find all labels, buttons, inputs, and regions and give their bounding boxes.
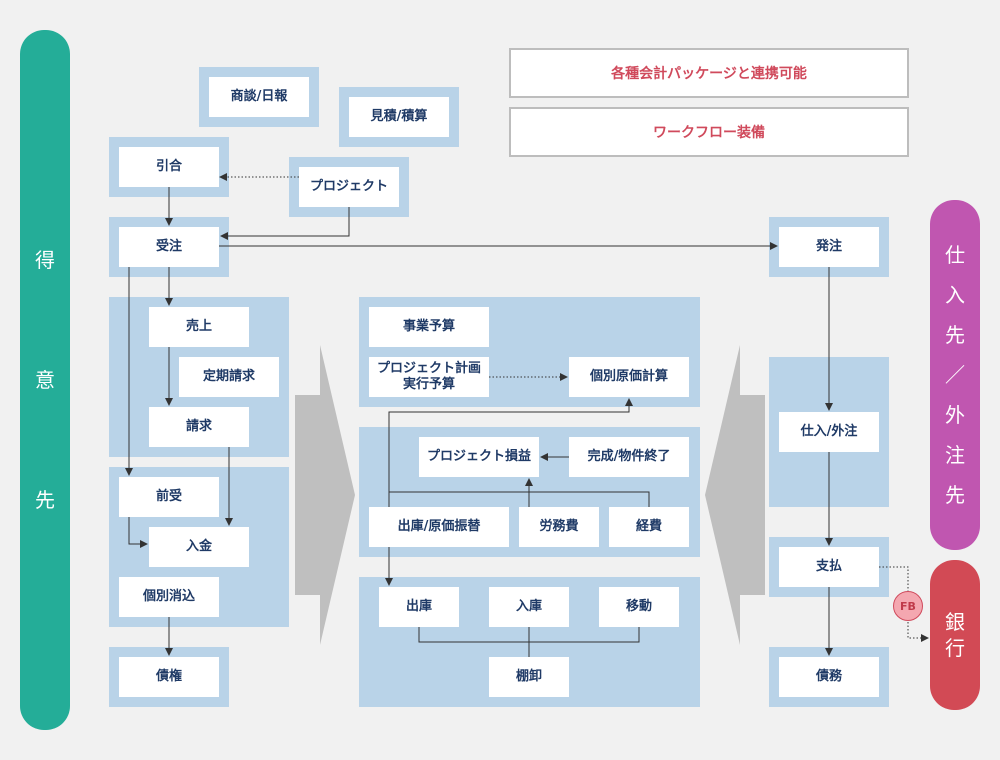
billing-box[interactable]: 請求 — [149, 407, 249, 447]
project-plan-box[interactable]: プロジェクト計画 実行予算 — [369, 357, 489, 397]
purchase-outsource-box[interactable]: 仕入/外注 — [779, 412, 879, 452]
flow-arrow-right-icon — [295, 345, 355, 645]
individual-cost-box[interactable]: 個別原価計算 — [569, 357, 689, 397]
inquiry-box[interactable]: 引合 — [119, 147, 219, 187]
payment-out-box[interactable]: 支払 — [779, 547, 879, 587]
bank-char: 銀 — [945, 610, 965, 634]
accounting-integration-notice: 各種会計パッケージと連携可能 — [509, 48, 909, 98]
customer-side-label: 得 意 先 — [20, 30, 70, 730]
project-plan-label: プロジェクト計画 — [376, 361, 481, 376]
shipping-transfer-box[interactable]: 出庫/原価振替 — [369, 507, 509, 547]
stock-out-box[interactable]: 出庫 — [379, 587, 459, 627]
stock-in-box[interactable]: 入庫 — [489, 587, 569, 627]
supplier-char: 先 — [945, 483, 965, 507]
project-pl-box[interactable]: プロジェクト損益 — [419, 437, 539, 477]
supplier-char: 先 — [945, 323, 965, 347]
fb-badge: FB — [893, 591, 923, 621]
inventory-box[interactable]: 棚卸 — [489, 657, 569, 697]
order-placed-box[interactable]: 発注 — [779, 227, 879, 267]
project-box[interactable]: プロジェクト — [299, 167, 399, 207]
supplier-char: 入 — [945, 283, 965, 307]
payables-box[interactable]: 債務 — [779, 657, 879, 697]
flow-arrow-left-icon — [705, 345, 765, 645]
individual-clearing-box[interactable]: 個別消込 — [119, 577, 219, 617]
transfer-box[interactable]: 移動 — [599, 587, 679, 627]
workflow-notice: ワークフロー装備 — [509, 107, 909, 157]
order-received-box[interactable]: 受注 — [119, 227, 219, 267]
labor-cost-box[interactable]: 労務費 — [519, 507, 599, 547]
supplier-char: 仕 — [945, 243, 965, 267]
business-budget-box[interactable]: 事業予算 — [369, 307, 489, 347]
customer-char: 先 — [35, 488, 55, 512]
customer-char: 意 — [35, 368, 55, 392]
customer-char: 得 — [35, 248, 55, 272]
estimate-box[interactable]: 見積/積算 — [349, 97, 449, 137]
supplier-side-label: 仕 入 先 ／ 外 注 先 — [930, 200, 980, 550]
bank-char: 行 — [945, 636, 965, 660]
expenses-box[interactable]: 経費 — [609, 507, 689, 547]
supplier-char: 外 — [945, 403, 965, 427]
negotiation-box[interactable]: 商談/日報 — [209, 77, 309, 117]
completion-box[interactable]: 完成/物件終了 — [569, 437, 689, 477]
payment-in-box[interactable]: 入金 — [149, 527, 249, 567]
receivables-box[interactable]: 債権 — [119, 657, 219, 697]
execution-budget-label: 実行予算 — [402, 377, 455, 392]
bank-side-label: 銀 行 — [930, 560, 980, 710]
advance-box[interactable]: 前受 — [119, 477, 219, 517]
supplier-char: 注 — [945, 443, 965, 467]
supplier-char: ／ — [945, 363, 965, 387]
sales-box[interactable]: 売上 — [149, 307, 249, 347]
periodic-billing-box[interactable]: 定期請求 — [179, 357, 279, 397]
